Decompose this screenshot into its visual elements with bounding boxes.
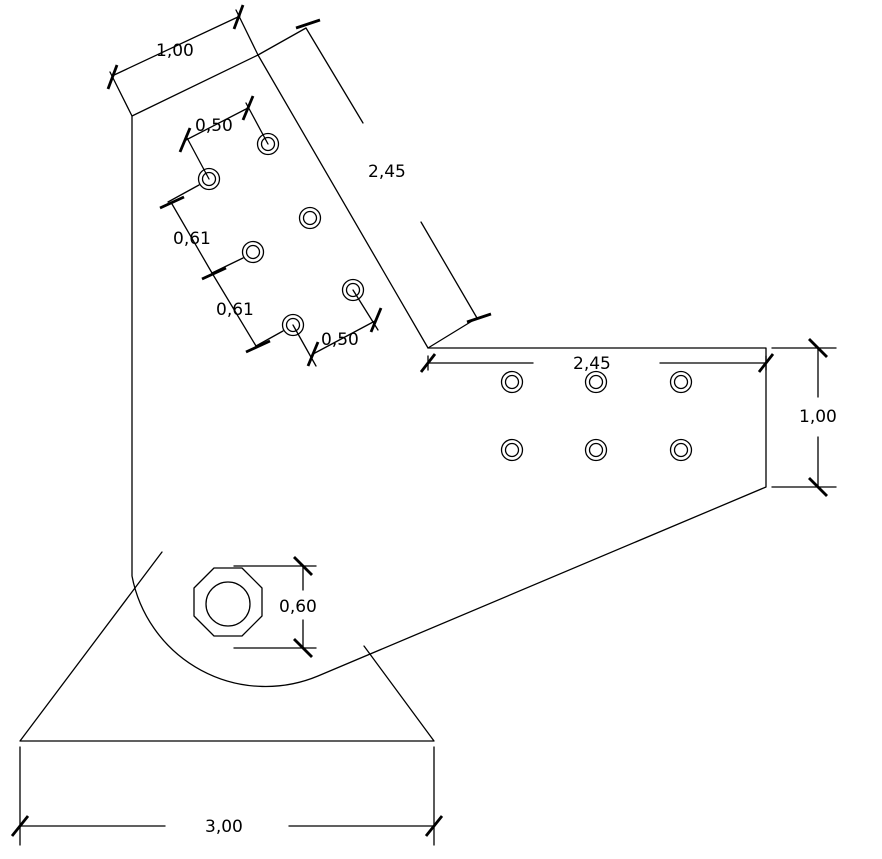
- dim-pitch-2-label: 0,61: [216, 300, 254, 320]
- dim-base-width-label: 3,00: [205, 817, 243, 837]
- dim-lower-spacing: 0,50: [292, 289, 383, 367]
- dim-diagonal-length: 2,45: [257, 18, 492, 349]
- dim-arm-width: 1,00: [771, 338, 837, 497]
- hole: [197, 167, 221, 191]
- dim-pitch-1-label: 0,61: [173, 229, 211, 249]
- hole: [281, 313, 305, 337]
- hole: [584, 438, 608, 462]
- dim-upper-spacing: 0,50: [178, 95, 269, 180]
- dim-top-width: 1,00: [106, 4, 259, 117]
- dim-arm-length: 2,45: [419, 353, 775, 374]
- hole: [341, 278, 365, 302]
- dim-upper-spacing-label: 0,50: [195, 116, 233, 136]
- dim-pin-diameter: 0,60: [233, 556, 317, 658]
- hole: [669, 370, 693, 394]
- hole: [584, 370, 608, 394]
- dim-base-width: 3,00: [10, 746, 444, 846]
- dim-pitch-1: 0,61: [159, 184, 244, 281]
- dim-pin-diameter-label: 0,60: [279, 597, 317, 617]
- hole: [298, 206, 322, 230]
- dim-diagonal-length-label: 2,45: [368, 162, 406, 182]
- plate-outline: [131, 54, 767, 688]
- hole: [669, 438, 693, 462]
- dim-top-width-label: 1,00: [156, 41, 194, 61]
- hole: [500, 370, 524, 394]
- diagonal-holes: [197, 132, 365, 337]
- dim-lower-spacing-label: 0,50: [321, 330, 359, 350]
- pivot-pin: [193, 567, 263, 637]
- hole: [256, 132, 280, 156]
- dim-pitch-2: 0,61: [211, 272, 284, 354]
- dim-arm-width-label: 1,00: [799, 407, 837, 427]
- triangle-base: [19, 551, 435, 742]
- hole: [500, 438, 524, 462]
- arm-holes: [500, 370, 693, 462]
- dim-arm-length-label: 2,45: [573, 354, 611, 374]
- hole: [241, 240, 265, 264]
